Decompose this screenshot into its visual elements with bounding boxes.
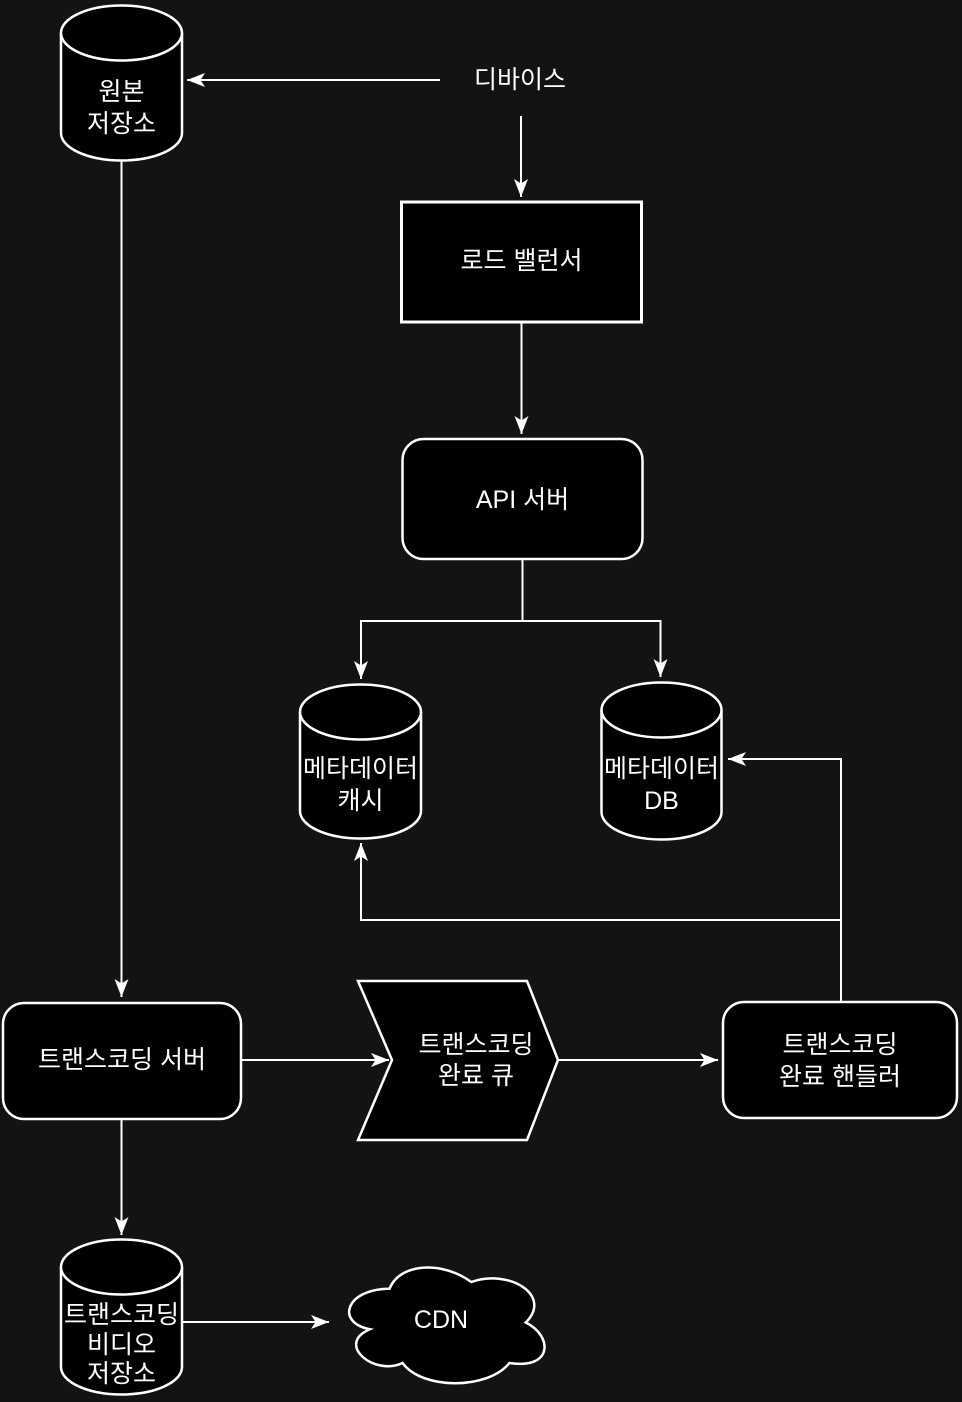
edge-handler-to-metadata-db — [728, 752, 842, 1002]
edge-api-server-to-metadata-cache — [354, 620, 523, 679]
node-device: 디바이스 — [474, 66, 566, 94]
metadata-cache-shape — [298, 712, 423, 840]
transcoding-complete-handler-label-line1: 트랜스코딩 — [782, 1031, 897, 1059]
metadata-db-shape — [600, 710, 723, 841]
node-transcoding-server: 트랜스코딩 서버 — [1, 1001, 243, 1121]
node-transcoded-video-storage: 트랜스코딩 비디오 저장소 — [59, 1238, 184, 1396]
transcoded-video-storage-label-line2: 비디오 — [87, 1331, 156, 1359]
transcoded-video-storage-label-line3: 저장소 — [87, 1360, 156, 1388]
node-metadata-cache: 메타데이터 캐시 — [298, 683, 423, 840]
origin-storage-label-line1: 원본 — [98, 78, 144, 106]
node-metadata-db: 메타데이터 DB — [600, 681, 723, 841]
metadata-cache-label-line1: 메타데이터 — [303, 755, 418, 783]
edge-api-server-to-metadata-db — [522, 620, 668, 677]
api-server-shape — [401, 437, 644, 561]
load-balancer-label: 로드 밸런서 — [461, 247, 583, 275]
transcoding-server-shape — [1, 1001, 243, 1121]
metadata-cache-label-line2: 캐시 — [337, 787, 383, 815]
transcoding-complete-queue-label-line2: 완료 큐 — [438, 1062, 514, 1090]
metadata-db-label-line2: DB — [644, 787, 679, 815]
origin-storage-shape — [59, 33, 184, 162]
metadata-db-label-line1: 메타데이터 — [604, 755, 719, 783]
metadata-cache-top — [298, 683, 423, 741]
device-label: 디바이스 — [474, 66, 566, 94]
cdn-cloud-shape — [348, 1266, 546, 1385]
transcoded-video-storage-shape — [59, 1267, 184, 1396]
node-transcoding-complete-handler: 트랜스코딩 완료 핸들러 — [721, 1000, 959, 1120]
api-server-label: API 서버 — [476, 486, 569, 514]
transcoding-complete-handler-shape — [721, 1000, 959, 1120]
transcoded-video-storage-label-line1: 트랜스코딩 — [64, 1301, 179, 1329]
transcoding-complete-queue-label-line1: 트랜스코딩 — [418, 1031, 533, 1059]
edges — [114, 73, 842, 1329]
node-cdn: CDN — [348, 1266, 546, 1385]
transcoding-complete-queue-shape — [356, 979, 560, 1142]
metadata-db-top — [600, 681, 723, 739]
node-origin-storage: 원본 저장소 — [59, 4, 184, 162]
node-load-balancer: 로드 밸런서 — [400, 200, 643, 324]
origin-storage-top — [59, 4, 184, 62]
node-api-server: API 서버 — [401, 437, 644, 561]
cdn-label: CDN — [414, 1306, 468, 1334]
transcoded-video-storage-top — [59, 1238, 184, 1296]
load-balancer-shape — [400, 200, 643, 324]
transcoding-server-label: 트랜스코딩 서버 — [38, 1046, 206, 1074]
origin-storage-label-line2: 저장소 — [87, 110, 156, 138]
node-transcoding-complete-queue: 트랜스코딩 완료 큐 — [356, 979, 560, 1142]
transcoding-complete-handler-label-line2: 완료 핸들러 — [779, 1063, 901, 1091]
edge-handler-to-metadata-cache — [354, 843, 841, 921]
